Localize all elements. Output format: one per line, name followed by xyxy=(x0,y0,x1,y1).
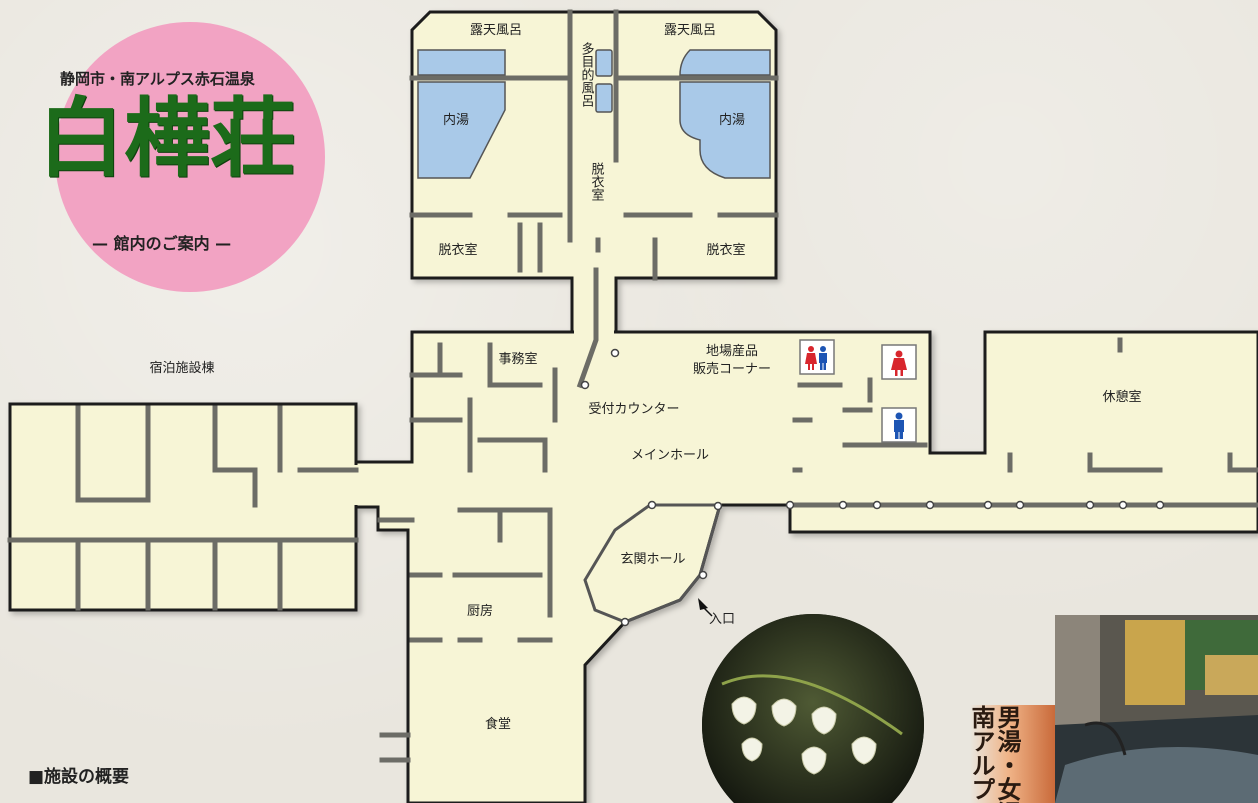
label-entrance: 入口 xyxy=(709,612,735,627)
photo-caption: 男湯・女湯 南アルプス xyxy=(970,705,1055,803)
male-icon xyxy=(881,407,917,443)
lodging-wing xyxy=(8,402,358,612)
label-entrance-hall: 玄関ホール xyxy=(620,552,685,567)
outdoor-bath-right xyxy=(679,49,771,76)
label-lodging-wing: 宿泊施設棟 xyxy=(149,360,214,376)
entrance-arrow-icon xyxy=(698,598,708,610)
label-outdoor-bath-right: 露天風呂 xyxy=(664,23,716,38)
title-circle xyxy=(55,22,325,292)
label-kitchen: 厨房 xyxy=(467,603,493,619)
label-dining: 食堂 xyxy=(485,716,511,732)
label-main-hall: メインホール xyxy=(631,448,709,463)
restroom-icon xyxy=(799,339,835,375)
label-changing-room-left: 脱衣室 xyxy=(438,242,477,258)
outdoor-bath-left xyxy=(417,49,506,76)
label-multipurpose-bath: 多目的風呂 xyxy=(579,41,595,107)
overview-heading: ■施設の概要 xyxy=(28,767,130,787)
facility-title: 白樺荘 xyxy=(38,89,296,189)
guide-caption: — 館内のご案内 — xyxy=(92,234,232,253)
label-office: 事務室 xyxy=(498,351,537,367)
interior-walls xyxy=(7,9,1258,763)
label-lounge: 休憩室 xyxy=(1102,389,1141,405)
label-outdoor-bath-left: 露天風呂 xyxy=(470,23,522,38)
label-changing-room-right: 脱衣室 xyxy=(706,242,745,258)
label-local-products-1: 地場産品 xyxy=(706,343,758,359)
bath-pools xyxy=(417,49,771,179)
caption-line-2: 南アルプス xyxy=(970,705,995,803)
label-indoor-bath-left: 内湯 xyxy=(443,112,469,128)
multi-bath-pool-1 xyxy=(595,49,613,77)
label-changing-room-center: 脱衣室 xyxy=(589,162,605,201)
indoor-bath-left xyxy=(417,81,506,179)
multi-bath-pool-2 xyxy=(595,83,613,113)
label-indoor-bath-right: 内湯 xyxy=(719,112,745,128)
label-local-products-2: 販売コーナー xyxy=(693,361,771,377)
caption-line-1: 男湯・女湯 xyxy=(993,705,1021,803)
lily-photo xyxy=(702,614,924,803)
female-icon xyxy=(881,344,917,380)
label-reception: 受付カウンター xyxy=(588,402,679,417)
bath-photo xyxy=(1055,615,1258,803)
location-subtitle: 静岡市・南アルプス赤石温泉 xyxy=(60,70,255,88)
columns xyxy=(580,348,1165,627)
indoor-bath-right xyxy=(679,81,771,179)
